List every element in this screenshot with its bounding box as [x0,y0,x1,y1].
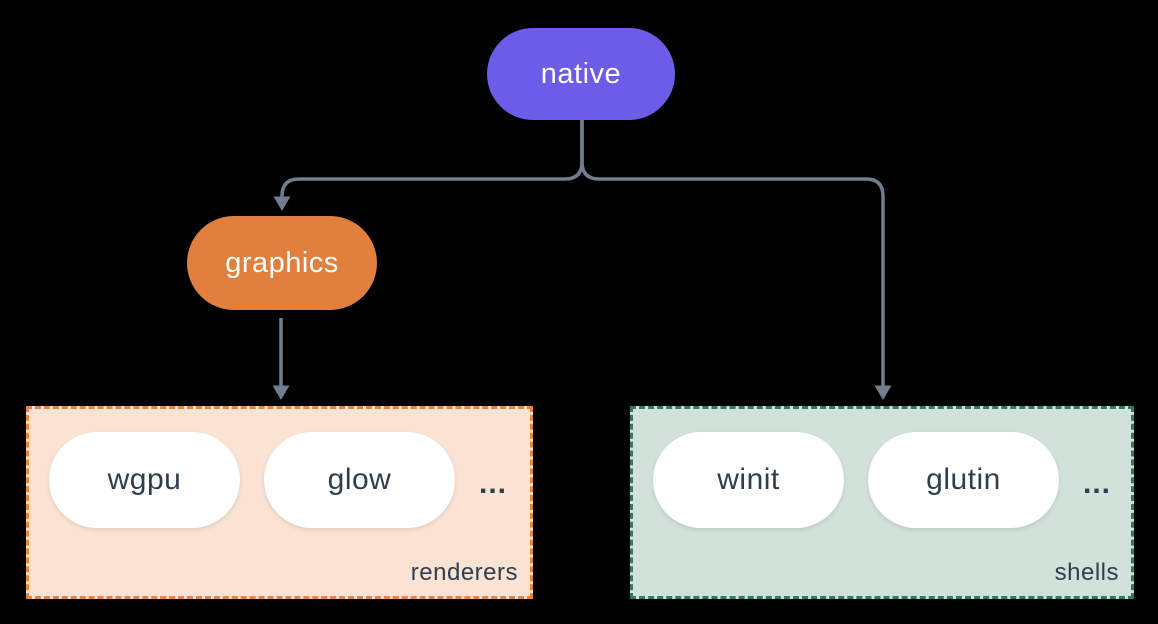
group-shells: winit glutin ... shells [630,406,1134,599]
pill-glutin: glutin [868,432,1059,528]
shells-ellipsis: ... [1083,467,1112,500]
pill-winit: winit [653,432,844,528]
shells-pill-row: winit glutin ... [633,409,1131,528]
pill-glow: glow [264,432,455,528]
shells-group-label: shells [1054,559,1119,586]
renderers-ellipsis: ... [479,467,508,500]
arrowhead-graphics [273,196,291,211]
arrowhead-shells [874,385,892,400]
node-native: native [487,28,675,120]
edge-native-to-graphics [280,119,584,198]
node-graphics: graphics [187,216,377,310]
renderers-pill-row: wgpu glow ... [29,409,530,528]
edge-native-to-shells [580,119,885,387]
arrowhead-renderers [272,385,290,400]
group-renderers: wgpu glow ... renderers [26,406,533,599]
renderers-group-label: renderers [410,559,518,586]
pill-wgpu: wgpu [49,432,240,528]
